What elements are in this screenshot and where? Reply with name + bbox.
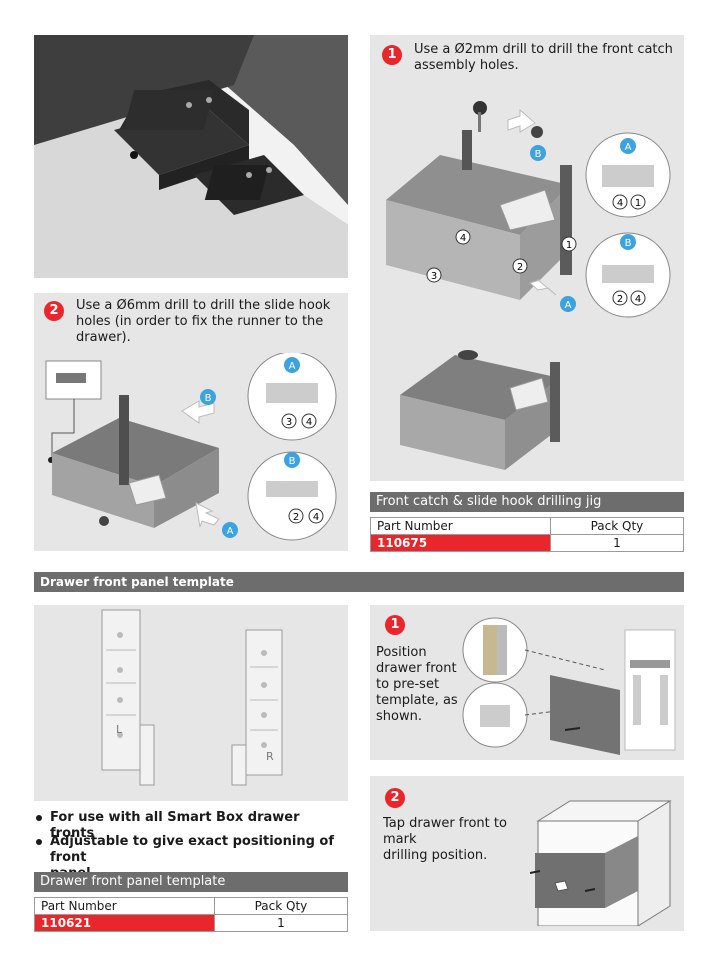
callout-2-detail-b: 2 — [617, 294, 623, 305]
jig-part-table: Part Number Pack Qty 110675 1 — [370, 517, 685, 552]
callout-1-detail-a: 1 — [635, 198, 641, 209]
jig-step1-panel: 1 Use a Ø2mm drill to drill the front ca… — [370, 35, 684, 481]
callout-4-drawer: 4 — [460, 233, 466, 244]
bullet-text-line1: Adjustable to give exact positioning of … — [50, 834, 334, 865]
table-row: 110675 1 — [370, 534, 685, 552]
part-number-header: Part Number — [34, 897, 215, 915]
template-step1-text: Position drawer front to pre-set templat… — [376, 645, 466, 725]
template-step2-line2: drilling position. — [383, 848, 488, 863]
bullet-item-1: For use with all Smart Box drawer fronts — [36, 810, 348, 842]
callout-2-detail-step2: 2 — [293, 512, 299, 523]
template-step2-line1: Tap drawer front to mark — [383, 816, 507, 847]
jig-photo-illustration — [34, 35, 348, 278]
step1-text: Use a Ø2mm drill to drill the front catc… — [414, 42, 679, 74]
pack-qty-header: Pack Qty — [549, 517, 685, 535]
callout-a-drawer: A — [565, 300, 572, 311]
step1-text-line2: assembly holes. — [414, 58, 519, 73]
callout-b-detail: B — [625, 238, 632, 249]
template-label-r: R — [266, 750, 274, 763]
step1-text-line1: Use a Ø2mm drill to drill the front catc… — [414, 42, 673, 57]
template-step2-number: 2 — [385, 788, 405, 808]
template-step1-line3: to pre-set — [376, 677, 440, 692]
template-step2-text: Tap drawer front to mark drilling positi… — [383, 816, 543, 864]
bullet-dot — [36, 839, 42, 845]
table-row: Part Number Pack Qty — [34, 897, 349, 915]
callout-b-drawer: B — [535, 149, 542, 160]
callout-a-detail-step2: A — [289, 361, 296, 372]
callout-4-detail-step2-a: 4 — [306, 417, 312, 428]
callout-1-drawer: 1 — [566, 240, 572, 251]
callout-b-detail-step2: B — [289, 456, 296, 467]
template-step1-line4: template, as — [376, 693, 458, 708]
callout-a-step2: A — [227, 526, 234, 537]
step1-number: 1 — [382, 45, 402, 65]
part-number-value: 110675 — [370, 534, 551, 552]
template-part-table: Part Number Pack Qty 110621 1 — [34, 897, 349, 932]
template-step1-illustration — [462, 617, 676, 755]
part-number-header: Part Number — [370, 517, 551, 535]
template-step1-line2: drawer front — [376, 661, 457, 676]
bullet-dot — [36, 815, 42, 821]
callout-b-arrow — [507, 108, 536, 133]
bullet-text: For use with all Smart Box drawer fronts — [50, 810, 300, 841]
step2-text-line1: Use a Ø6mm drill to drill the slide hook — [76, 298, 331, 313]
callout-3-drawer: 3 — [431, 271, 437, 282]
callout-b-step2: B — [205, 393, 212, 404]
part-number-value: 110621 — [34, 914, 215, 932]
table-row: Part Number Pack Qty — [370, 517, 685, 535]
template-product-title-bar: Drawer front panel template — [34, 872, 348, 892]
step2-text: Use a Ø6mm drill to drill the slide hook… — [76, 298, 341, 346]
pack-qty-header: Pack Qty — [213, 897, 349, 915]
step2-text-line2: holes (in order to fix the runner to the — [76, 314, 324, 329]
template-illustration: L R — [101, 609, 283, 786]
step2-drawer-illustration: B A A 3 4 B 2 4 — [45, 353, 337, 541]
callout-a-detail: A — [625, 142, 632, 153]
template-product-panel: L R — [34, 605, 348, 801]
jig-product-title-bar: Front catch & slide hook drilling jig — [370, 492, 684, 512]
callout-3-detail-step2: 3 — [286, 417, 292, 428]
callout-4-detail-step2-b: 4 — [313, 512, 319, 523]
callout-4-detail-b: 4 — [635, 294, 641, 305]
callout-4-detail-a: 4 — [617, 198, 623, 209]
jig-step2-panel: 2 Use a Ø6mm drill to drill the slide ho… — [34, 293, 348, 551]
callout-a-arrow — [528, 279, 557, 296]
template-step2-panel: 2 Tap drawer front to mark drilling posi… — [370, 776, 684, 931]
pack-qty-value: 1 — [213, 914, 349, 932]
template-step1-number: 1 — [385, 615, 405, 635]
callout-2-drawer: 2 — [517, 262, 523, 273]
jig-product-photo — [34, 35, 348, 278]
template-step2-illustration — [530, 800, 672, 926]
step1-drawer-illustration: 4 3 2 1 B A A 4 1 B 2 4 — [386, 101, 671, 470]
step2-number: 2 — [44, 301, 64, 321]
template-step1-line1: Position — [376, 645, 427, 660]
template-step1-line5: shown. — [376, 709, 422, 724]
step2-text-line3: drawer). — [76, 330, 131, 345]
table-row: 110621 1 — [34, 914, 349, 932]
template-section-header: Drawer front panel template — [34, 572, 684, 592]
template-step1-panel: 1 Position drawer front to pre-set templ… — [370, 605, 684, 760]
template-label-l: L — [116, 723, 123, 736]
pack-qty-value: 1 — [549, 534, 685, 552]
